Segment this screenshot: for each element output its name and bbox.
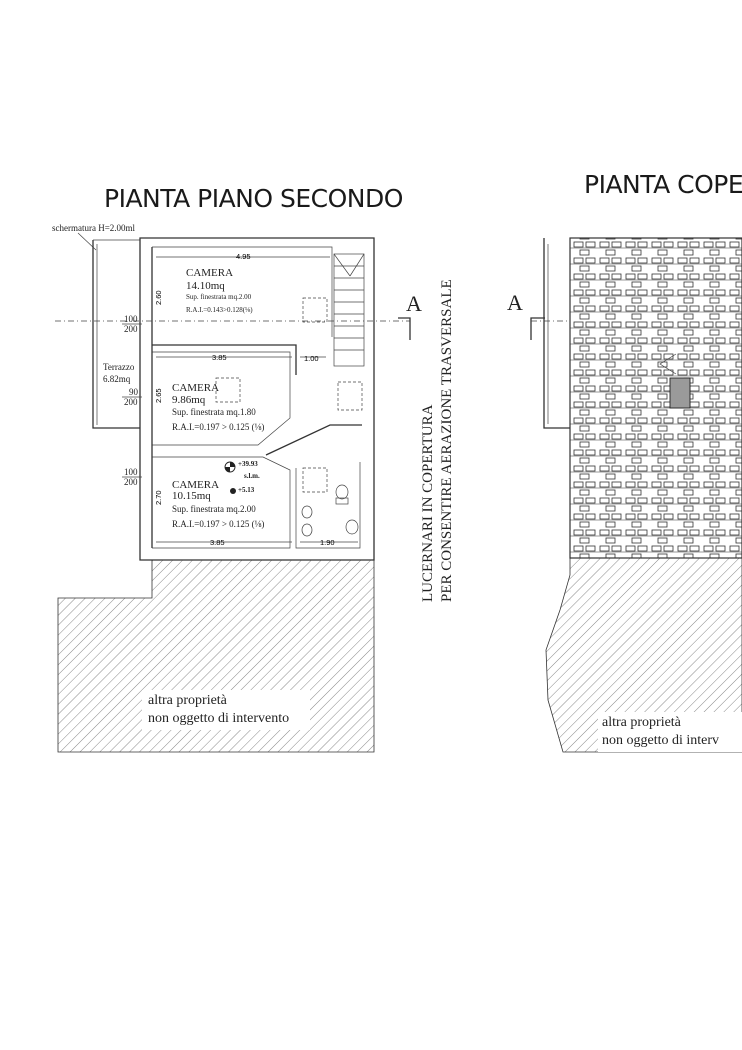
level-relative: +5.13 — [238, 486, 255, 494]
staircase — [333, 253, 365, 367]
neighbor-note-right-1: altra proprietà — [602, 715, 682, 730]
neighbor-property-right — [545, 557, 742, 753]
screening-note: schermatura H=2.00ml — [52, 223, 136, 233]
neighbor-note-bg-left — [142, 690, 310, 730]
roof-tiles — [569, 237, 742, 559]
neighbor-note-left-2: non oggetto di intervento — [148, 711, 289, 726]
neighbor-note-right-2: non oggetto di interv — [602, 733, 719, 748]
skylight-pointer — [659, 353, 677, 375]
dim-h1: 2.60 — [154, 290, 163, 305]
room2-name: CAMERA — [172, 382, 219, 394]
room1-window: Sup. finestrata mq.2.00 — [186, 293, 252, 301]
left-floor-plan: schermatura H=2.00ml — [52, 223, 422, 753]
room1-room2-wall — [152, 344, 297, 375]
section-arrow-left — [398, 317, 411, 340]
section-letter-right: A — [507, 290, 523, 315]
dim-top-width: 4.95 — [236, 252, 251, 261]
dim-corridor: 1.00 — [304, 354, 319, 363]
room2-rai: R.A.I.=0.197 > 0.125 (⅛) — [172, 422, 264, 432]
dim-h3: 2.70 — [154, 490, 163, 505]
skylight-marker-3 — [337, 381, 363, 411]
neighbor-note-left-1: altra proprietà — [148, 693, 228, 708]
neighbor-note-bg-right — [598, 712, 742, 752]
room2-inner — [152, 351, 291, 446]
opening2-bottom: 200 — [124, 397, 138, 407]
room2-window: Sup. finestrata mq.1.80 — [172, 407, 256, 417]
dim-bottom-width: 3.85 — [210, 538, 225, 547]
opening3-top: 100 — [124, 467, 138, 477]
bathroom-fixtures — [301, 484, 359, 537]
room1-area: 14.10mq — [186, 280, 225, 292]
bathroom-walls — [295, 462, 361, 549]
corridor-diagonal — [265, 424, 362, 456]
skylight-marker-1 — [302, 297, 328, 323]
opening1-top: 100 — [124, 314, 138, 324]
room1-name: CAMERA — [186, 267, 233, 279]
terrace-outline — [92, 240, 140, 429]
room3-inner — [152, 456, 291, 549]
opening2-top: 90 — [129, 387, 139, 397]
right-plan-title: PIANTA COPER — [584, 170, 742, 199]
room1-inner — [152, 246, 333, 337]
terrace-name: Terrazzo — [103, 362, 135, 372]
center-note: LUCERNARI IN COPERTURA PER CONSENTIRE AE… — [420, 279, 455, 602]
left-plan-title: PIANTA PIANO SECONDO — [104, 184, 403, 213]
dimensions: 4.95 3.85 1.00 3.85 1.90 2.60 2.65 2.70 — [154, 252, 358, 547]
level-marker: +39.93 s.l.m. +5.13 — [224, 460, 260, 494]
section-letter-left: A — [406, 291, 422, 316]
opening3-bottom: 200 — [124, 477, 138, 487]
room3-window: Sup. finestrata mq.2.00 — [172, 504, 256, 514]
opening1-bottom: 200 — [124, 324, 138, 334]
terrace-area: 6.82mq — [103, 374, 131, 384]
section-arrow-right — [530, 317, 545, 340]
skylight-marker-2 — [215, 377, 241, 403]
room3-area: 10.15mq — [172, 490, 211, 502]
opening-fractions: 100 200 90 200 100 200 — [122, 314, 142, 487]
center-note-line2: PER CONSENTIRE AERAZIONE TRASVERSALE — [439, 279, 455, 602]
room3-name: CAMERA — [172, 479, 219, 491]
room3-rai: R.A.I.=0.197 > 0.125 (⅛) — [172, 519, 264, 529]
room1-rai: R.A.I.=0.143>0.128(⅛) — [186, 306, 253, 314]
skylight-marker-4 — [302, 467, 328, 493]
roof-terrace-outline — [543, 238, 572, 429]
center-note-line1: LUCERNARI IN COPERTURA — [420, 404, 436, 602]
dim-h2: 2.65 — [154, 388, 163, 403]
room2-area: 9.86mq — [172, 394, 206, 406]
level-ref: s.l.m. — [244, 472, 260, 480]
level-value: +39.93 — [238, 460, 258, 468]
right-roof-plan: A altra proprietà non oggetto di interv — [507, 237, 742, 753]
dim-mid-width: 3.85 — [212, 353, 227, 362]
roof-skylight — [669, 377, 691, 409]
dim-bath-width: 1.90 — [320, 538, 335, 547]
